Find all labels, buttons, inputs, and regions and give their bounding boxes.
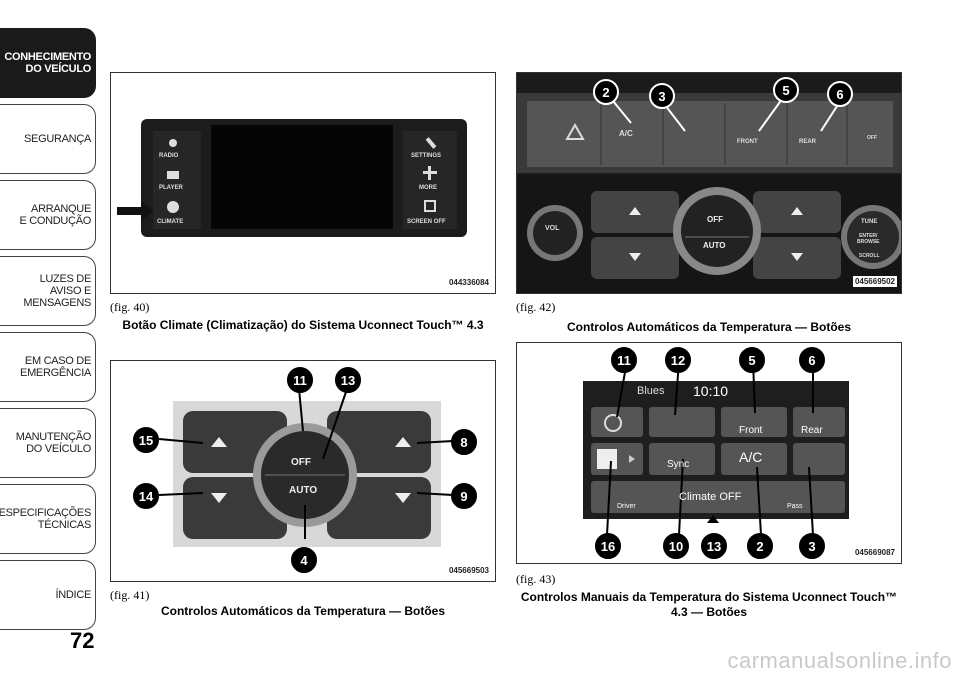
knob-auto-label: AUTO: [703, 241, 726, 250]
callout-15: 15: [133, 427, 159, 453]
ac-label: A/C: [739, 449, 763, 465]
callout-10: 10: [663, 533, 689, 559]
figure-43-caption: Controlos Manuais da Temperatura do Sist…: [520, 590, 898, 619]
figure-40-ref: (fig. 40): [110, 300, 150, 314]
off-label: OFF: [867, 135, 877, 141]
figure-40: RADIO PLAYER CLIMATE SETTINGS MORE SCREE…: [110, 72, 496, 294]
knob-auto-label: AUTO: [289, 485, 318, 496]
callout-11: 11: [287, 367, 313, 393]
figure-42-ref: (fig. 42): [516, 300, 556, 314]
radio-button-label: RADIO: [159, 153, 179, 159]
callout-5: 5: [773, 77, 799, 103]
figure-code: 045669502: [852, 276, 897, 287]
callout-12: 12: [665, 347, 691, 373]
callout-6: 6: [827, 81, 853, 107]
callout-13: 13: [701, 533, 727, 559]
figure-40-caption: Botão Climate (Climatização) do Sistema …: [122, 318, 484, 332]
watermark: carmanualsonline.info: [727, 648, 952, 673]
tab-conhecimento[interactable]: CONHECIMENTO DO VEÍCULO: [0, 28, 96, 98]
callout-2: 2: [747, 533, 773, 559]
player-button-label: PLAYER: [159, 185, 183, 191]
callout-14: 14: [133, 483, 159, 509]
front-label: FRONT: [737, 139, 758, 145]
front-label: Front: [739, 425, 763, 436]
source-label: Blues: [637, 385, 665, 397]
callout-8: 8: [451, 429, 477, 455]
tab-especificacoes[interactable]: ESPECIFICAÇÕES TÉCNICAS: [0, 484, 96, 554]
climate-button-label: CLIMATE: [157, 219, 184, 225]
callout-9: 9: [451, 483, 477, 509]
driver-label: Driver: [617, 503, 636, 510]
uconnect-panel-illustration: [117, 119, 467, 237]
figure-41-ref: (fig. 41): [110, 588, 150, 602]
clock-label: 10:10: [693, 383, 729, 399]
figure-code: 044336084: [448, 278, 489, 287]
knob-off-label: OFF: [291, 457, 311, 468]
tab-emergencia[interactable]: EM CASO DE EMERGÊNCIA: [0, 332, 96, 402]
callout-13: 13: [335, 367, 361, 393]
page-number: 72: [70, 628, 95, 653]
figure-41: OFF AUTO 11 13 15 8 14 9 4 045669503: [110, 360, 496, 582]
tab-seguranca[interactable]: SEGURANÇA: [0, 104, 96, 174]
climate-control-illustration: [158, 388, 454, 547]
climate-off-label: Climate OFF: [679, 491, 742, 503]
scroll-label: SCROLL: [859, 253, 880, 259]
callout-3: 3: [649, 83, 675, 109]
figure-42-caption: Controlos Automáticos da Temperatura — B…: [566, 320, 852, 334]
callout-6: 6: [799, 347, 825, 373]
callout-11: 11: [611, 347, 637, 373]
rear-label: REAR: [799, 139, 817, 145]
uconnect-climate-screen-illustration: [583, 360, 849, 536]
tab-luzes[interactable]: LUZES DE AVISO E MENSAGENS: [0, 256, 96, 326]
tab-indice[interactable]: ÍNDICE: [0, 560, 96, 630]
tab-manutencao[interactable]: MANUTENÇÃO DO VEÍCULO: [0, 408, 96, 478]
rear-label: Rear: [801, 425, 823, 436]
figure-43-ref: (fig. 43): [516, 572, 556, 586]
screen-off-button-label: SCREEN OFF: [407, 219, 446, 225]
callout-4: 4: [291, 547, 317, 573]
figure-41-caption: Controlos Automáticos da Temperatura — B…: [160, 604, 446, 618]
callout-16: 16: [595, 533, 621, 559]
figure-code: 045669087: [854, 548, 895, 557]
callout-5: 5: [739, 347, 765, 373]
settings-button-label: SETTINGS: [411, 153, 442, 159]
tab-arranque[interactable]: ARRANQUE E CONDUÇÃO: [0, 180, 96, 250]
vol-label: VOL: [545, 225, 560, 232]
figure-42: A/C FRONT REAR OFF VOL TUNE ENTER/ BROWS…: [516, 72, 902, 294]
sync-label: Sync: [667, 459, 690, 470]
pass-label: Pass: [787, 503, 803, 510]
knob-off-label: OFF: [707, 215, 723, 224]
enter-browse-label: ENTER/ BROWSE: [857, 233, 880, 245]
tune-label: TUNE: [861, 219, 878, 225]
callout-2: 2: [593, 79, 619, 105]
more-button-label: MORE: [419, 185, 437, 191]
callout-3: 3: [799, 533, 825, 559]
ac-label: A/C: [619, 129, 633, 138]
figure-code: 045669503: [448, 566, 489, 575]
figure-43: Blues 10:10 Front Rear A/C Sync Climate …: [516, 342, 902, 564]
